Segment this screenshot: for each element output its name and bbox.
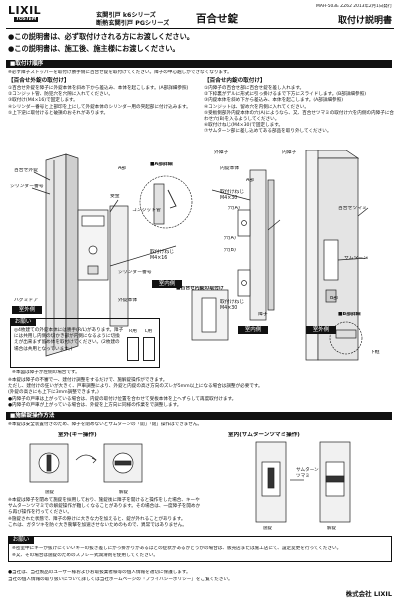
inner-lock-heading: 【百合せ内錠の取付け】	[204, 78, 266, 84]
section-operation: ■施解錠操作方法	[6, 412, 392, 420]
outer-step: ②コンジット管、防犯穴を穴隙に入れてください。	[8, 92, 113, 98]
key-unlocked-label: 解錠	[119, 490, 129, 495]
footer-privacy-2: 当社の個人情報の取り扱いについて詳しくは当社ホームページの「プライバシーポリシー…	[8, 577, 233, 582]
label-cylinder-no: シリンダー番号	[10, 184, 44, 189]
label-outdoor-side: 室外側	[12, 306, 42, 314]
bottom-caution-line: ※密室中にキーが抜けにくいいキーの抜き差しにがっ掛かりがあるほどの症状があるかど…	[12, 546, 342, 551]
inner-step: ①内障子の百合せ部に百合せ錠を差し入れます。	[204, 86, 305, 91]
label-b-detail: ■B部詳細	[338, 312, 361, 317]
key-diagram	[29, 443, 143, 483]
label-fix-screw-30-2: 取付けねじ M4×30	[220, 300, 244, 311]
notice-2: ●この説明書は、施工後、施主様にお渡しください。	[8, 44, 180, 53]
outer-step: ④シリンダー番号と上部印を上にして外錠本体のシリンダー用の突起部に付け込みます。	[8, 104, 191, 110]
inner-step: ③内錠本体を斜め下から差込み、本体を起こします。(A部詳細参照)	[204, 98, 344, 104]
doc-code: MAH-503E ZZ62 2013年2月1日発行	[316, 4, 392, 9]
footer-privacy-1: ●当社は、当社製品のユーザー様およびお取扱業者様等の個人情報を適切に保護します。	[8, 570, 191, 575]
label-cylinder-no-2: シリンダー番号	[118, 270, 152, 275]
inner-step: ⑦サムターン部に差し込めてある部品を取り外してください。	[204, 129, 332, 135]
label-a-detail: ■A部詳細	[150, 162, 173, 167]
inner-step: ⑥取付けねじ(M4×30)で固定します。	[204, 123, 283, 129]
install-diagram	[31, 150, 369, 361]
thumb-locked-label: 施錠	[263, 526, 273, 531]
adjust-note: ●内障子の戸車は上がっている場合は、内錠の取付け位置を合わせて受板本体を上へずら…	[8, 396, 237, 402]
rl-label-l: L用	[145, 329, 153, 334]
label-conduit: コンジット管	[132, 208, 161, 213]
sub-brand: TOSTEM	[14, 17, 39, 22]
adjust-notes: ※本錠は障子の不審で一、建付け調整をするだけで、施解錠操作ができます。 ただし、…	[8, 378, 394, 409]
label-indoor-side: 室内側	[152, 280, 182, 288]
series-line1: 玄関引戸 k6シリーズ	[96, 12, 156, 19]
label-thumbturn: サムターン	[344, 256, 368, 261]
label-inner-lock-install: ■百合せ内錠の取付け	[176, 286, 224, 291]
label-b-part: B部	[330, 296, 339, 301]
label-bottom-frame: 下框	[370, 350, 380, 355]
operation-note-item: ※施錠された状態で、障子の隙けに大きな力を加えると、錠が外れることがあります。	[8, 516, 186, 522]
adjust-note: ●内障子の戸車が上がっている場合は、外錠を上方向に同様の作業をで調整します。	[8, 402, 182, 408]
label-a-part-inner: A部	[246, 178, 255, 183]
left-side-note: ※本図は障子が左側の場合です。	[12, 370, 80, 375]
label-outer-lock: 百合せ外錠	[14, 168, 38, 173]
section-install-order: ■取付け順序	[6, 60, 392, 68]
bottom-caution-head: お願い	[8, 536, 34, 544]
brand-logo: LIXIL TOSTEM	[8, 4, 42, 26]
label-hole-b: 穴(B)	[224, 248, 236, 253]
label-a-part: A部	[118, 166, 127, 171]
caution-rl-box: お願い ◎4枚建ての外錠本体には勝手(R/L)があります。障子には共用し内側の切…	[10, 318, 160, 368]
rl-icon-l	[143, 337, 155, 361]
label-shoji: ハグミドア	[14, 298, 38, 303]
outer-lock-heading: 【百合せ外錠の取付け】	[8, 78, 70, 84]
caution-rl-text: ◎4枚建ての外錠本体には勝手(R/L)があります。障子には共用し内側の切かき部が…	[14, 328, 124, 352]
outer-lock-steps: ①百合せ外錠を障子に外錠本体を斜め下から差込み、本体を起こします。(A部詳細参照…	[8, 86, 194, 117]
bottom-caution-line: ※又、その場合は施錠のためのスプレー式潤滑剤を使用してください。	[12, 553, 158, 558]
outdoor-key-heading: 室外(キー操作)	[58, 432, 97, 438]
inner-step: ④コンジットは、留め穴を内側に入れてください。	[204, 104, 309, 110]
label-inner-door: 内障子	[282, 150, 297, 155]
label-indoor-side-2: 室内側	[238, 326, 268, 334]
operation-note-item: ※本錠は障子を閉めて施錠を採用しており、施錠後に障子を開けると操作をした場合、キ…	[8, 498, 201, 516]
install-note: ※必ず障子ストッパーを取付け勝手側に百合せ錠を取付けてください。障子の中心越しが…	[8, 70, 232, 75]
caution-head: お願い	[10, 318, 36, 326]
series-line2: 断熱玄関引戸 PGシリーズ	[96, 20, 170, 27]
outer-step: ⑤上下逆に取付けると破損のおそれがあります。	[8, 110, 109, 116]
thumbturn-diagram	[255, 441, 351, 523]
key-locked-label: 施錠	[45, 490, 55, 495]
outer-step: ③取付け(M4×16)で固定します。	[8, 98, 78, 104]
product-name: 百合せ錠	[196, 13, 238, 25]
inner-step: ②下枠裏がデルに形式に引っ掛けるまで下方にスライドします。(B部詳細参照)	[204, 92, 366, 98]
operation-notes: ※本錠は障子を閉めて施錠を採用しており、施錠後に障子を開けると操作をした場合、キ…	[8, 498, 204, 529]
notice-1: ●この説明書は、必ず取付けされる方にお渡しください。	[8, 32, 194, 41]
inner-step: ⑤受板側部外内錠本体の穴(A)にようなら、又、百合せツマミの取付け穴を内側の内障…	[204, 110, 395, 123]
bottom-caution-box: お願い ※密室中にキーが抜けにくいいキーの抜き差しにがっ掛かりがあるほどの症状が…	[8, 536, 392, 562]
label-shoji-frame: 障子	[258, 312, 268, 317]
footer-company: 株式会社 LIXIL	[345, 590, 392, 598]
doc-title: 取付け説明書	[337, 16, 392, 26]
outer-step: ①百合せ外錠を障子に外錠本体を斜め下から差込み、本体を起こします。(A部詳細参照…	[8, 86, 189, 91]
label-hole-a: 穴(A)	[228, 206, 240, 211]
operation-note-item: これは、ガタツキを防ぐ大き衝撃を加速させないためのもので、異常ではありません。	[8, 522, 187, 528]
rl-icon-r	[127, 337, 139, 361]
operation-note: ※本錠は安全装置付きのため、障子を閉めないとサムターンの「開」「閉」操作はできま…	[8, 422, 203, 427]
label-outdoor-side-2: 室外側	[306, 326, 336, 334]
indoor-thumbturn-heading: 室内(サムターンツマミ操作)	[228, 432, 300, 438]
adjust-note: (外錠の高さにも上下に3mm調整できます。)	[8, 390, 99, 396]
label-fix-screw-16: 取付けねじ M4×16	[150, 250, 174, 261]
thumbturn-label: サムターン ツマミ	[296, 468, 319, 480]
adjust-note: ただし、建付けの狂いが大きく、戸車調整により、外錠と内錠の高さ方向のズレが5mm…	[8, 384, 263, 390]
label-tsumami: 百合せツマミ	[338, 206, 367, 211]
thumb-unlocked-label: 解錠	[327, 526, 337, 531]
label-inner-body: 内錠本体	[220, 166, 240, 171]
label-hole-a-2: 穴(A)	[224, 236, 236, 241]
label-fix-screw-30: 取付けねじ M4×30	[220, 190, 244, 201]
rl-label-r: R用	[129, 329, 137, 334]
inner-lock-steps: ①内障子の百合せ部に百合せ錠を差し入れます。 ②下枠裏がデルに形式に引っ掛けるま…	[204, 86, 394, 136]
brand-name: LIXIL	[8, 4, 42, 17]
label-outer-body: 外錠本体	[118, 298, 138, 303]
adjust-note: ※本錠は障子の不審で一、建付け調整をするだけで、施解錠操作ができます。	[8, 378, 168, 383]
label-outer-door: 外障子	[214, 150, 229, 155]
label-anchor: 受金	[110, 194, 120, 199]
header-rule	[6, 28, 394, 29]
